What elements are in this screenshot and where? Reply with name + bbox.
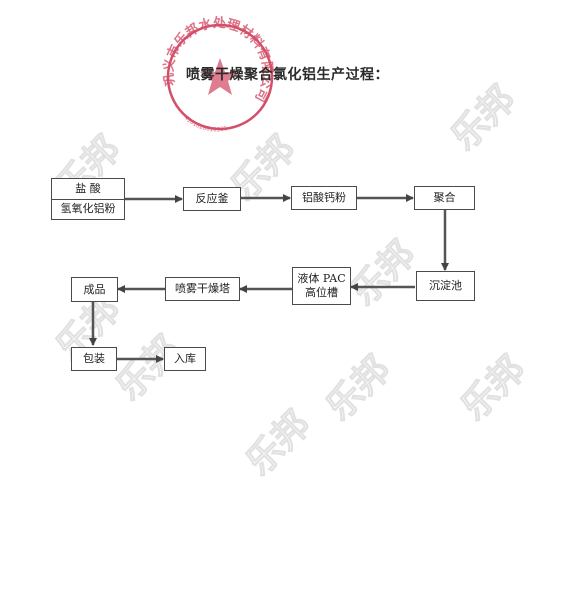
node-reactor: 反应釜 bbox=[183, 187, 241, 211]
node-spray-dryer: 喷雾干燥塔 bbox=[165, 277, 240, 301]
node-hydrochloric-acid: 盐 酸 bbox=[75, 181, 101, 195]
node-calcium-aluminate: 铝酸钙粉 bbox=[291, 186, 357, 210]
node-polymerize: 聚合 bbox=[414, 186, 475, 210]
node-warehouse: 入库 bbox=[164, 347, 206, 371]
page-title: 喷雾干燥聚合氯化铝生产过程： bbox=[186, 67, 389, 83]
node-high-tank-label: 高位槽 bbox=[305, 286, 338, 299]
stamp-star-icon bbox=[200, 58, 240, 95]
node-finished-product: 成品 bbox=[71, 277, 118, 302]
node-aluminum-hydroxide: 氢氧化铝粉 bbox=[52, 198, 124, 220]
node-raw-materials: 盐 酸 氢氧化铝粉 bbox=[51, 178, 125, 220]
node-liquid-pac-label: 液体 PAC bbox=[297, 272, 346, 285]
node-packaging: 包装 bbox=[71, 347, 117, 371]
stamp-ring bbox=[166, 23, 274, 131]
node-settling-tank: 沉淀池 bbox=[416, 271, 475, 301]
node-liquid-pac-tank: 液体 PAC 高位槽 bbox=[292, 267, 351, 305]
